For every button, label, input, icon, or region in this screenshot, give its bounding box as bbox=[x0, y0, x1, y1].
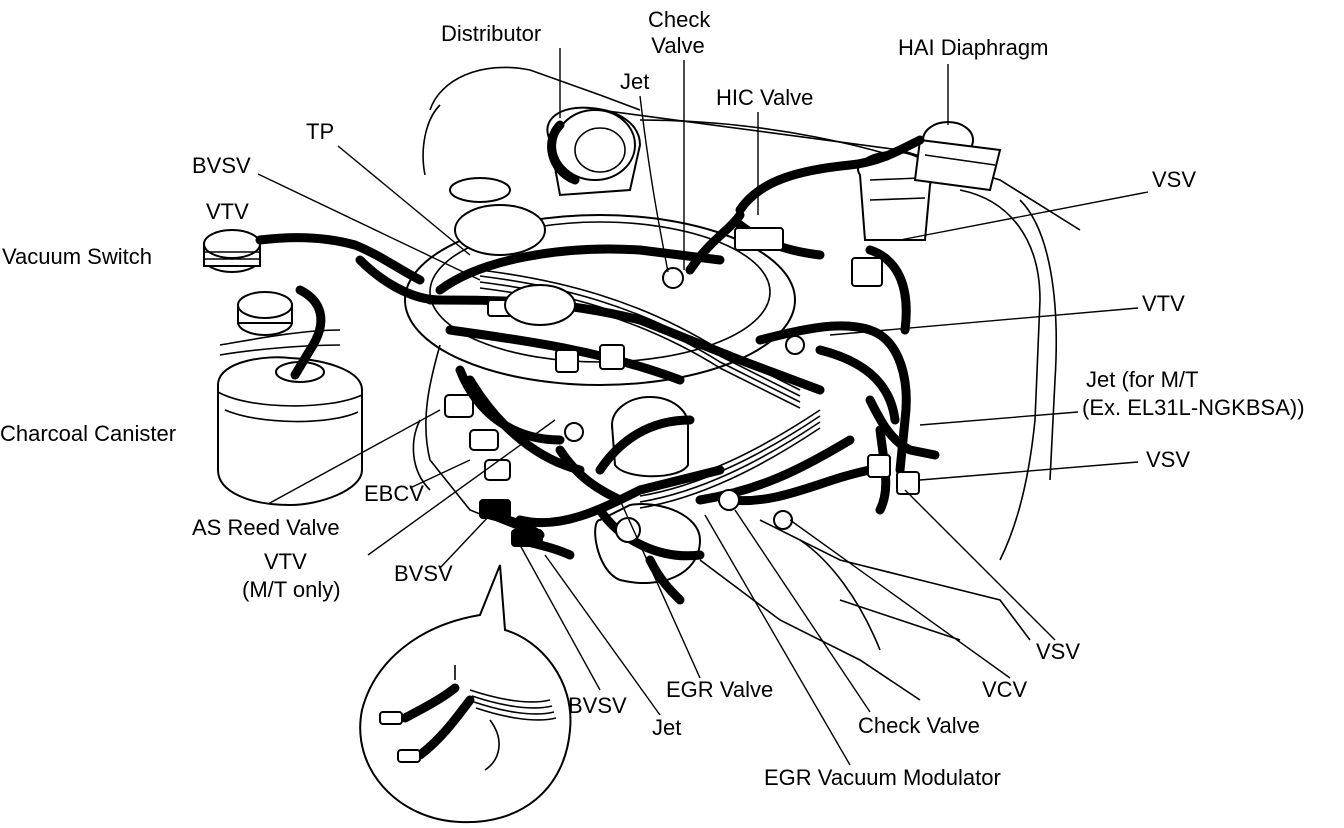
leader-lines bbox=[257, 48, 1149, 766]
detail-inset bbox=[359, 564, 572, 824]
label-check-valve-bottom: Check Valve bbox=[858, 713, 980, 738]
label-vtv-left: VTV bbox=[206, 199, 249, 224]
label-vsv-bottom: VSV bbox=[1036, 639, 1081, 664]
label-hai-diaphragm: HAI Diaphragm bbox=[898, 35, 1049, 60]
hai-diaphragm-shape bbox=[913, 121, 1002, 192]
label-egr-vacuum-modulator: EGR Vacuum Modulator bbox=[764, 765, 1001, 790]
label-vacuum-switch: Vacuum Switch bbox=[2, 244, 152, 269]
label-charcoal-canister: Charcoal Canister bbox=[0, 421, 177, 446]
label-ebcv: EBCV bbox=[364, 481, 424, 506]
label-jet-mt-2: (Ex. EL31L-NGKBSA)) bbox=[1082, 395, 1305, 420]
label-check-valve-top-1: Check bbox=[648, 7, 711, 32]
label-jet-bottom: Jet bbox=[652, 715, 682, 740]
vtv-left-shape bbox=[237, 291, 293, 336]
label-bvsv-top: BVSV bbox=[192, 153, 251, 178]
label-hic-valve: HIC Valve bbox=[716, 85, 814, 110]
components bbox=[449, 177, 920, 547]
label-vtv-right: VTV bbox=[1142, 291, 1185, 316]
charcoal-canister-shape bbox=[217, 329, 363, 507]
label-as-reed-valve: AS Reed Valve bbox=[192, 515, 340, 540]
label-check-valve-top-2: Valve bbox=[651, 33, 705, 58]
label-distributor: Distributor bbox=[441, 21, 542, 46]
label-tp: TP bbox=[306, 119, 335, 144]
distributor-shape bbox=[546, 106, 642, 197]
label-vsv-top: VSV bbox=[1152, 167, 1197, 192]
label-jet-mt-1: Jet (for M/T bbox=[1086, 367, 1199, 392]
label-egr-valve: EGR Valve bbox=[666, 677, 774, 702]
label-bvsv-bottom: BVSV bbox=[568, 693, 627, 718]
label-vtv-mt-1: VTV bbox=[264, 549, 307, 574]
vacuum-switch-shape bbox=[203, 229, 261, 273]
label-jet-top: Jet bbox=[620, 69, 650, 94]
label-vtv-mt-2: (M/T only) bbox=[242, 577, 341, 602]
label-vsv-middle: VSV bbox=[1146, 447, 1191, 472]
label-bvsv-mid: BVSV bbox=[394, 561, 453, 586]
label-vcv: VCV bbox=[982, 677, 1028, 702]
